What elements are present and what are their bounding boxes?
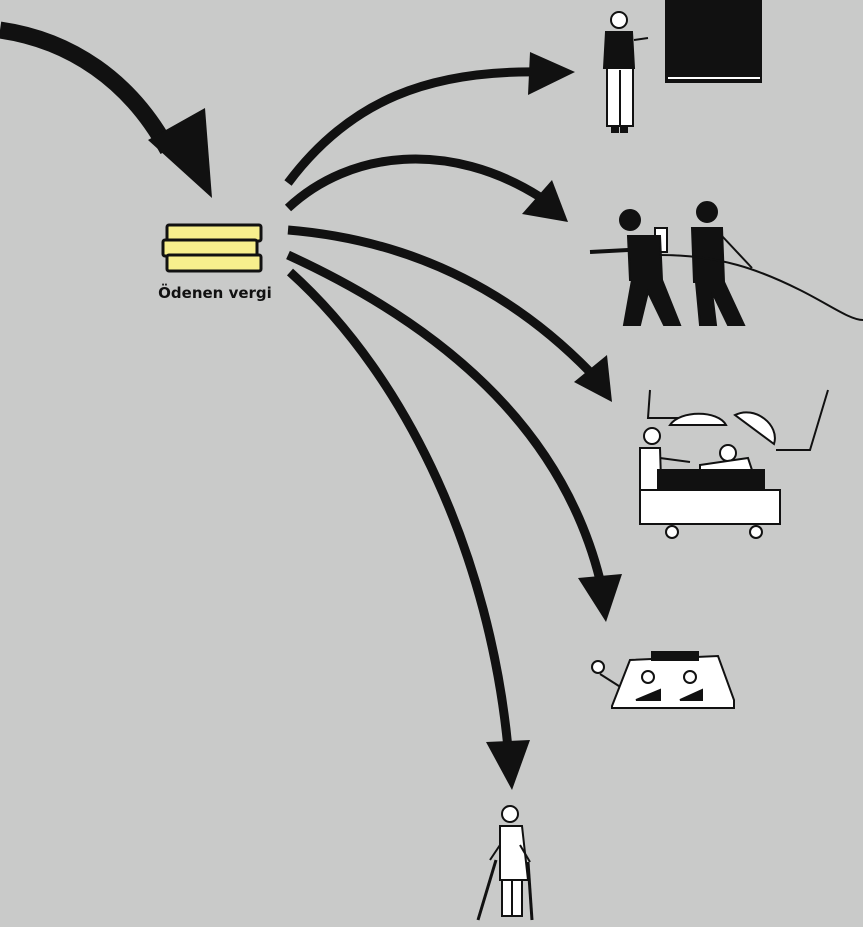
arrow-to-elderly [290,272,530,790]
elderly-crutch-icon [478,806,532,920]
surgery-icon [640,390,828,538]
tax-caption: Ödenen vergi [140,284,290,302]
police-car-icon [592,652,734,708]
firefighters-icon [590,202,863,325]
arrow-to-firefighters [288,159,568,222]
teacher-icon [604,0,761,132]
arrow-to-police [288,255,622,622]
coin-stack-icon [163,225,261,271]
incoming-arrow [0,30,212,198]
